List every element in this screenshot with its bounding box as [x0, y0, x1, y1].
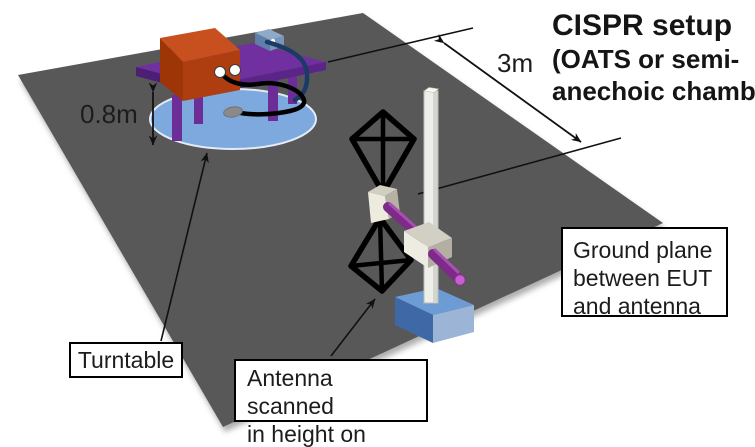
terminal-dot: [214, 66, 226, 78]
table-height-label: 0.8m: [80, 99, 138, 129]
antenna-hub-front: [368, 192, 389, 223]
distance-dimension: [327, 27, 622, 195]
turntable-callout: Turntable: [69, 342, 183, 378]
mast-clamp-top: [404, 222, 452, 247]
title-block: CISPR setup (OATS or semi- anechoic cham…: [552, 9, 755, 107]
table-leg: [172, 95, 182, 141]
antenna-cone-lower-rib: [348, 257, 414, 269]
eut-box-right: [183, 50, 240, 101]
diagram-subtitle-line1: (OATS or semi-: [552, 44, 740, 74]
ground-plane-callout: Ground plane between EUT and antenna: [561, 227, 728, 319]
antenna-pointer-arrow: [330, 298, 376, 357]
antenna-cone-lower-rib: [377, 215, 385, 294]
mast-pole: [423, 87, 440, 304]
turntable-pointer-arrow: [160, 152, 209, 342]
eut-box-top: [160, 28, 240, 62]
table-leg: [268, 78, 278, 121]
ground-plane-callout-line1: Ground plane: [573, 237, 713, 263]
antenna-callout: Antenna scanned in height on mast: [234, 359, 428, 447]
cables: [219, 39, 310, 118]
mast-clamp-front: [404, 231, 428, 268]
ground-plane-callout-line2: between EUT: [573, 265, 713, 291]
boom-end-cap: [454, 274, 466, 286]
mast-base-right: [433, 305, 474, 343]
boom-upper-highlight: [388, 202, 421, 232]
terminal-dot: [229, 64, 241, 76]
distance-label: 3m: [497, 48, 534, 78]
mast-base: [395, 288, 474, 343]
eut-box-left: [160, 38, 183, 101]
mast-base-front: [395, 297, 433, 343]
mast-pole-shading: [433, 92, 438, 302]
distance-dimension-arrow: [433, 34, 582, 143]
cable-connector: [223, 106, 243, 118]
diagram-title: CISPR setup: [552, 9, 733, 42]
aux-box-front: [255, 33, 270, 51]
mast-pole-cap: [423, 87, 440, 93]
diagram-subtitle-line2: anechoic chamber): [552, 76, 755, 106]
boom-lower-highlight: [433, 248, 460, 274]
antenna-boom-lower: [428, 248, 466, 286]
turntable-callout-text: Turntable: [77, 346, 175, 373]
extension-line-antenna: [417, 137, 622, 195]
table-leg: [194, 92, 203, 124]
antenna-hub-top: [368, 185, 397, 196]
cable-black: [219, 71, 307, 117]
extension-line-eut: [327, 27, 474, 63]
antenna-callout-line1: Antenna scanned: [247, 365, 334, 419]
eut-box: [160, 28, 240, 101]
boom-lower-body: [428, 249, 464, 284]
aux-box-top: [255, 29, 284, 40]
ground-plane-callout-line3: and antenna: [573, 293, 701, 319]
antenna-callout-line2: in height on mast: [247, 421, 366, 447]
